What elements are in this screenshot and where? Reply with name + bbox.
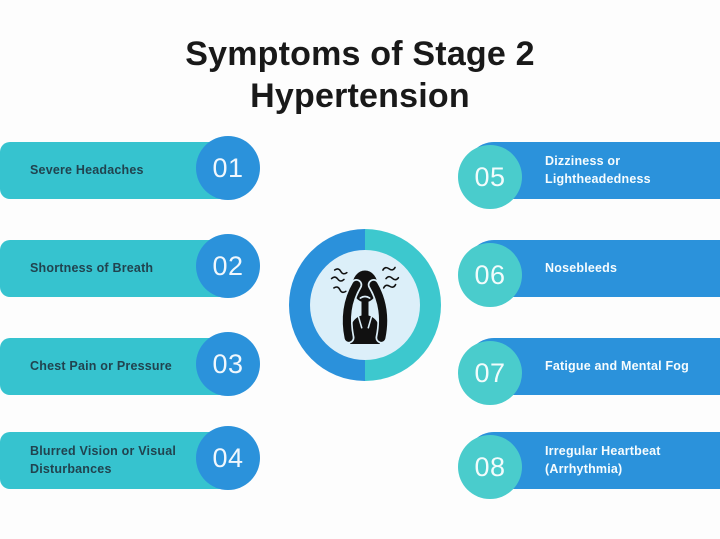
symptom-label: Severe Headaches <box>30 162 144 177</box>
symptom-label: Chest Pain or Pressure <box>30 358 172 373</box>
symptom-row-07: 07 Fatigue and Mental Fog <box>458 338 720 405</box>
symptom-row-03: Chest Pain or Pressure 03 <box>0 332 260 396</box>
symptom-row-05: 05 Dizziness or Lightheadedness <box>458 142 720 209</box>
symptom-label: Irregular Heartbeat (Arrhythmia) <box>545 444 661 476</box>
number-text: 08 <box>474 451 506 482</box>
number-badge: 04 <box>196 426 260 490</box>
page-title: Symptoms of Stage 2 Hypertension <box>0 33 720 117</box>
number-text: 03 <box>212 348 244 379</box>
title-line-1: Symptoms of Stage 2 <box>185 35 535 73</box>
number-badge: 05 <box>458 145 522 209</box>
number-badge: 07 <box>458 341 522 405</box>
center-inner-circle <box>310 250 420 360</box>
symptom-row-06: 06 Nosebleeds <box>458 240 720 307</box>
symptom-row-01: Severe Headaches 01 <box>0 136 260 200</box>
title-line-2: Hypertension <box>250 77 470 115</box>
number-text: 06 <box>474 259 506 290</box>
headache-person-icon <box>330 266 400 344</box>
symptom-label: Blurred Vision or Visual Disturbances <box>30 444 177 476</box>
center-ring <box>289 229 441 381</box>
number-badge: 08 <box>458 435 522 499</box>
number-badge: 01 <box>196 136 260 200</box>
number-text: 04 <box>212 442 244 473</box>
number-text: 05 <box>474 161 506 192</box>
number-text: 02 <box>212 250 244 281</box>
symptom-label: Fatigue and Mental Fog <box>545 358 689 373</box>
symptom-row-04: Blurred Vision or Visual Disturbances 04 <box>0 426 260 490</box>
symptom-label: Dizziness or Lightheadedness <box>545 154 651 186</box>
number-badge: 06 <box>458 243 522 307</box>
number-text: 07 <box>474 357 506 388</box>
symptom-label: Nosebleeds <box>545 260 618 275</box>
symptom-row-08: 08 Irregular Heartbeat (Arrhythmia) <box>458 432 720 499</box>
number-text: 01 <box>212 152 244 183</box>
symptom-row-02: Shortness of Breath 02 <box>0 234 260 298</box>
symptom-label: Shortness of Breath <box>30 260 154 275</box>
number-badge: 03 <box>196 332 260 396</box>
number-badge: 02 <box>196 234 260 298</box>
